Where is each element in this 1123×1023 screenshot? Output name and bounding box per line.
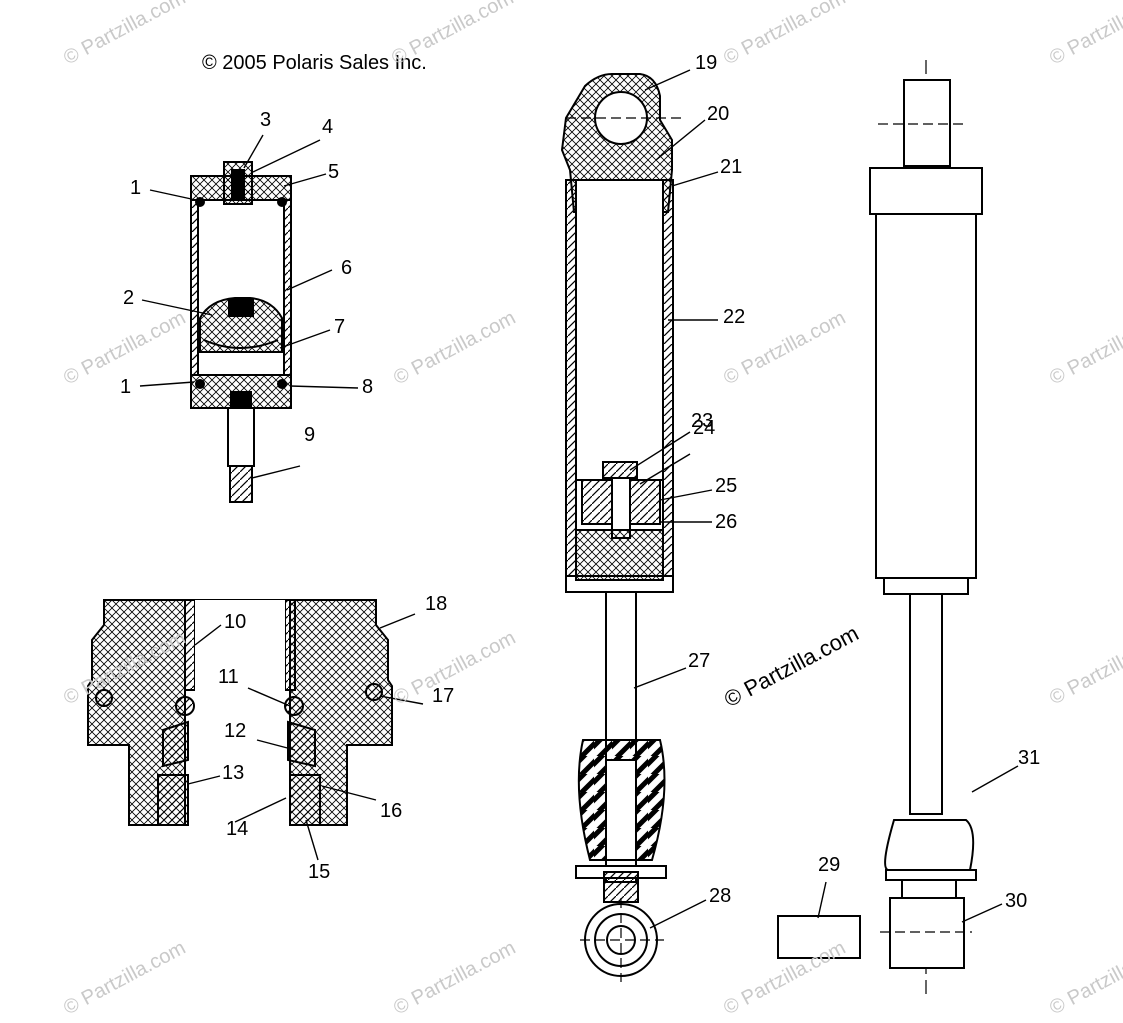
callout-26: 26 [715, 511, 738, 533]
callout-6: 6 [341, 257, 353, 279]
callout-13: 13 [222, 762, 245, 784]
callout-18: 18 [425, 593, 448, 615]
callout-22: 22 [723, 306, 746, 328]
shock-external [869, 60, 983, 1000]
callout-4: 4 [322, 116, 334, 138]
callout-16: 16 [380, 800, 403, 822]
callout-15: 15 [308, 861, 331, 883]
callout-19: 19 [695, 52, 718, 74]
callout-23: 23 [691, 410, 714, 432]
callout-17: 17 [432, 685, 455, 707]
callout-2: 2 [123, 287, 135, 309]
callout-21: 21 [720, 156, 743, 178]
callout-11: 11 [218, 666, 239, 688]
callout-31: 31 [1018, 747, 1041, 769]
callout-14: 14 [226, 818, 249, 840]
callout-1-lower: 1 [120, 376, 132, 398]
callout-24: 24 [693, 417, 716, 439]
callout-1-upper: 1 [130, 177, 142, 199]
callout-29: 29 [818, 854, 841, 876]
callout-8: 8 [362, 376, 374, 398]
shock-cutaway [560, 73, 682, 982]
spacer-29 [777, 915, 861, 959]
callout-28: 28 [709, 885, 732, 907]
seal-head-detail [87, 599, 393, 840]
callout-12: 12 [224, 720, 247, 742]
reservoir [190, 161, 292, 503]
callout-10: 10 [224, 611, 247, 633]
callout-25: 25 [715, 475, 738, 497]
callout-30: 30 [1005, 890, 1028, 912]
callout-27: 27 [688, 650, 711, 672]
callout-3: 3 [260, 109, 272, 131]
copyright-notice: © 2005 Polaris Sales Inc. [202, 52, 427, 74]
callout-20: 20 [707, 103, 730, 125]
callout-5: 5 [328, 161, 340, 183]
callout-9: 9 [304, 424, 316, 446]
leader-lines [139, 69, 1019, 929]
callout-7: 7 [334, 316, 346, 338]
